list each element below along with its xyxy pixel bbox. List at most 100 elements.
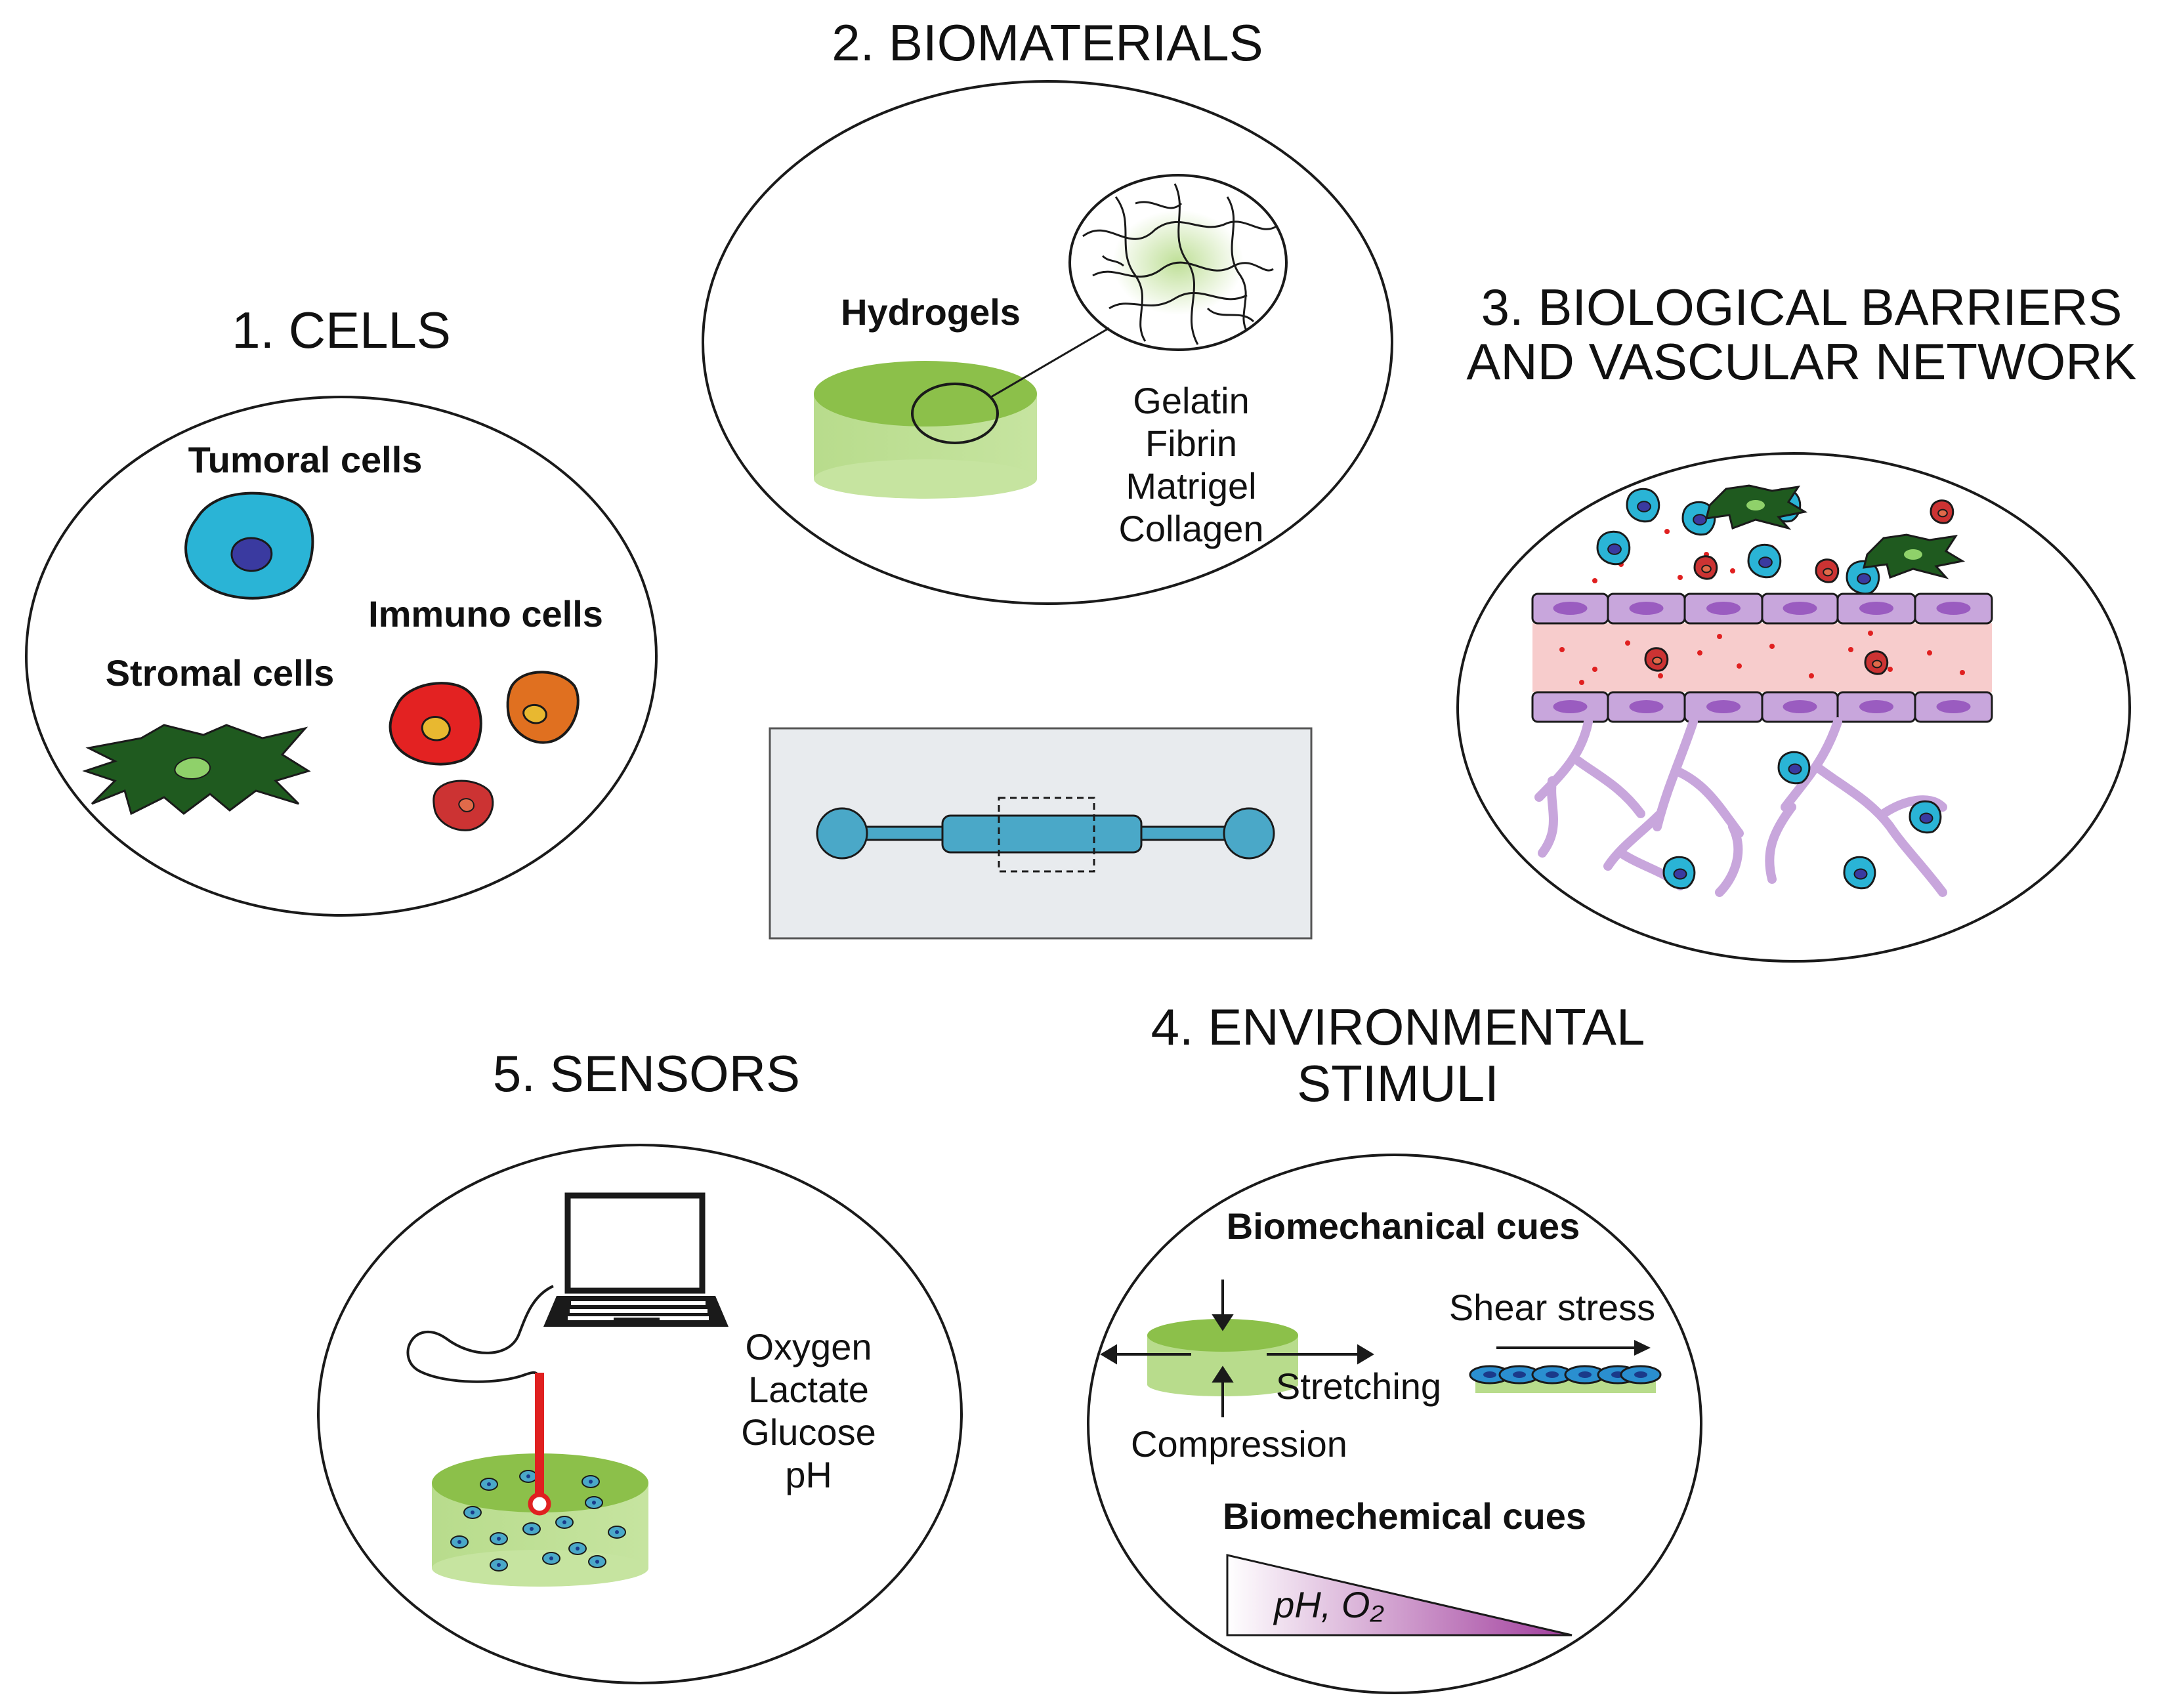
analyte-glucose: Glucose xyxy=(741,1411,876,1453)
molecule-dot xyxy=(1868,631,1873,636)
immune-cell xyxy=(1693,555,1718,580)
endothelial-nucleus xyxy=(1553,700,1588,713)
stimuli-title-line1: 4. ENVIRONMENTAL xyxy=(1151,998,1645,1056)
endothelial-nucleus xyxy=(1706,602,1741,615)
embedded-cell-nucleus xyxy=(457,1540,461,1544)
panel-barriers: 3. BIOLOGICAL BARRIERS AND VASCULAR NETW… xyxy=(1456,278,2137,963)
stromal-cell xyxy=(1863,533,1966,579)
shear-cells xyxy=(1469,1365,1662,1385)
endothelial-nucleus xyxy=(1629,602,1664,615)
molecule-dot xyxy=(1717,634,1722,639)
laptop-icon xyxy=(543,1192,729,1327)
endothelial-nucleus xyxy=(1706,700,1741,713)
barriers-circle xyxy=(1456,452,2131,963)
molecule-dot xyxy=(1888,667,1893,672)
embedded-cell-nucleus xyxy=(549,1556,553,1560)
tumor-cell xyxy=(1747,543,1782,579)
embedded-cell-nucleus xyxy=(576,1547,580,1551)
molecule-dot xyxy=(1592,667,1597,672)
zoom-connector xyxy=(990,327,1110,398)
material-fibrin: Fibrin xyxy=(1145,423,1237,464)
molecule-dot xyxy=(1927,650,1932,656)
molecule-dot xyxy=(1658,673,1663,678)
shear-cell-nucleus xyxy=(1634,1371,1647,1378)
polymer-mesh xyxy=(1082,183,1277,345)
immune-cell-dark-nucleus xyxy=(458,798,475,812)
biomaterials-circle xyxy=(702,80,1393,605)
biomechanical-label: Biomechanical cues xyxy=(1227,1205,1580,1247)
vessel-lumen xyxy=(1532,623,1992,692)
immune-cell-orange-nucleus xyxy=(522,703,547,724)
endothelial-nucleus xyxy=(1783,700,1817,713)
shear-cell-nucleus xyxy=(1578,1371,1592,1378)
tumor-cell xyxy=(1596,530,1631,566)
endothelial-nucleus xyxy=(1783,602,1817,615)
sensors-title: 5. SENSORS xyxy=(493,1045,800,1102)
cells-title: 1. CELLS xyxy=(232,301,451,359)
microfluidic-chip-icon xyxy=(769,727,1313,940)
immune-cell xyxy=(1864,650,1889,675)
endothelial-nucleus xyxy=(1553,602,1588,615)
tumor-cell xyxy=(1843,856,1876,890)
embedded-cell-nucleus xyxy=(487,1482,491,1486)
embedded-cell-nucleus xyxy=(592,1501,596,1505)
hydrogel-disc xyxy=(814,361,1037,499)
stimuli-title-line2: STIMULI xyxy=(1297,1054,1499,1112)
molecule-dot xyxy=(1579,680,1584,685)
molecule-dot xyxy=(1625,640,1630,646)
stromal-nucleus xyxy=(174,757,211,780)
tumor-cell xyxy=(1909,800,1942,834)
endothelial-nucleus xyxy=(1629,700,1664,713)
capillary xyxy=(1534,717,1645,858)
analyte-oxygen: Oxygen xyxy=(746,1326,872,1367)
hydrogel-zoom-region xyxy=(911,383,999,444)
tumoral-cells-label: Tumoral cells xyxy=(188,439,423,480)
shear-cell-nucleus xyxy=(1546,1371,1559,1378)
endothelial-nucleus xyxy=(1936,700,1971,713)
immuno-cells-label: Immuno cells xyxy=(368,593,603,635)
embedded-cell-nucleus xyxy=(595,1560,599,1564)
shear-stress-label: Shear stress xyxy=(1449,1287,1655,1328)
embedded-cell-nucleus xyxy=(530,1527,534,1531)
compression-label: Compression xyxy=(1131,1423,1347,1465)
endothelial-nucleus xyxy=(1859,602,1893,615)
molecule-dot xyxy=(1664,529,1670,534)
tumor-cell xyxy=(1846,560,1880,595)
embedded-cell-nucleus xyxy=(526,1474,530,1478)
stromal-cell xyxy=(1705,484,1808,530)
sensors-circle xyxy=(317,1144,963,1684)
embedded-cell-nucleus xyxy=(562,1520,566,1524)
panel-sensors: 5. SENSORS Oxygen Lactate Glucose pH xyxy=(317,1045,963,1684)
barrier-content xyxy=(1531,484,1993,897)
barriers-title-line1: 3. BIOLOGICAL BARRIERS xyxy=(1481,278,2122,336)
tumor-cell xyxy=(1777,751,1811,785)
panel-stimuli: 4. ENVIRONMENTAL STIMULI Biomechanical c… xyxy=(1087,998,1702,1694)
endothelial-nucleus xyxy=(1859,700,1893,713)
embedded-cell-nucleus xyxy=(497,1563,501,1567)
material-matrigel: Matrigel xyxy=(1126,465,1256,507)
molecule-dot xyxy=(1737,663,1742,669)
panel-cells: 1. CELLS Tumoral cells Immuno cells Stro… xyxy=(25,301,658,917)
endothelial-nucleus xyxy=(1936,602,1971,615)
immune-cell-red-nucleus xyxy=(421,716,451,741)
ph-o2-gradient xyxy=(1226,1554,1573,1636)
molecule-dot xyxy=(1730,568,1735,573)
analyte-lactate: Lactate xyxy=(748,1369,869,1410)
molecule-dot xyxy=(1678,575,1683,580)
molecule-dot xyxy=(1809,673,1814,678)
immune-cell xyxy=(1644,647,1669,672)
material-collagen: Collagen xyxy=(1118,508,1263,549)
immune-cell xyxy=(1930,499,1954,524)
hydrogel-zoom-circle xyxy=(1068,174,1288,351)
embedded-cell-nucleus xyxy=(471,1510,475,1514)
analyte-ph: pH xyxy=(785,1454,832,1495)
shear-cell-nucleus xyxy=(1513,1371,1526,1378)
cells-circle xyxy=(25,396,658,917)
capillary xyxy=(1603,717,1744,897)
tumor-cell xyxy=(1662,856,1696,890)
molecule-dot xyxy=(1697,650,1702,656)
probe-icon xyxy=(528,1373,551,1516)
molecule-dot xyxy=(1960,670,1965,675)
